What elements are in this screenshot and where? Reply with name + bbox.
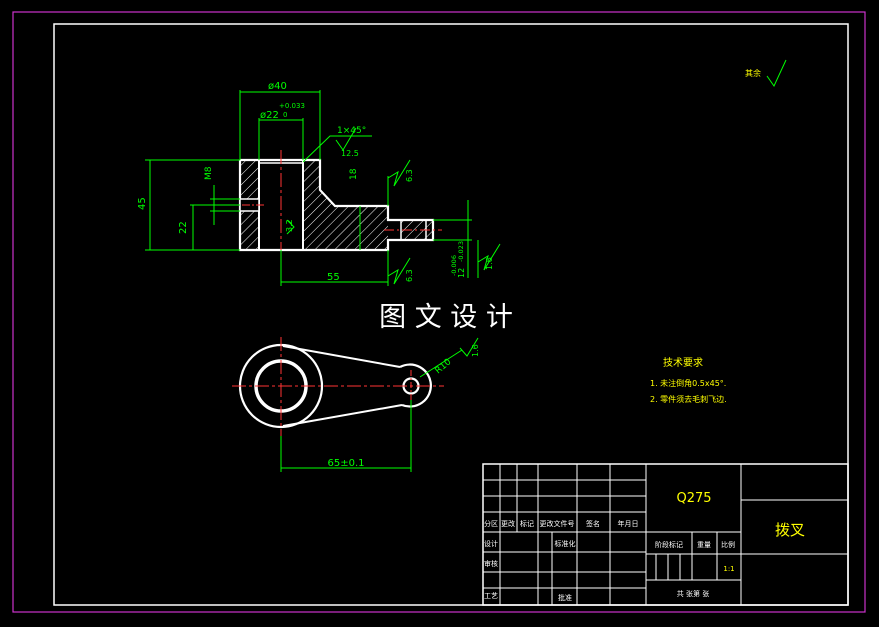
row-check: 审核 <box>484 559 498 568</box>
dim-45: 45 <box>137 197 148 210</box>
dim-m8: M8 <box>204 166 214 180</box>
dim-ra-bottom: 6.3 <box>405 269 414 282</box>
ra-chamfer-symbol <box>335 127 357 151</box>
scale-value: 1:1 <box>723 565 734 573</box>
top-view <box>232 337 444 436</box>
rev-label-sign: 签名 <box>586 519 600 528</box>
roughness-symbols <box>286 59 787 357</box>
rev-label-date: 年月日 <box>618 519 639 528</box>
tech-requirement-1: 1. 未注倒角0.5x45°. <box>650 378 726 388</box>
dim-shaft-dia: 12 <box>457 268 466 278</box>
dim-ra-shaft: 1.6 <box>485 257 494 270</box>
rev-label-mark: 标记 <box>520 519 534 528</box>
dim-ra-top: 6.3 <box>405 169 414 182</box>
part-name: 拨叉 <box>775 521 805 539</box>
row-approve: 批准 <box>558 593 572 602</box>
dim-chamfer: 1×45° <box>337 126 366 136</box>
revision-header-labels: 分区 更改 标记 更改文件号 签名 年月日 设计 标准化 审核 工艺 批准 阶段… <box>484 519 735 602</box>
dim-shaft-tol-lower: -0.023 <box>457 241 465 262</box>
material-value: Q275 <box>676 491 711 506</box>
top-view-dimension-lines <box>280 349 463 472</box>
title-block-grid <box>482 463 849 606</box>
section-outline <box>238 158 435 252</box>
row-process: 工艺 <box>484 592 498 600</box>
outer-sheet-border <box>12 11 866 613</box>
roughness-other-label: 其余 <box>745 68 761 78</box>
dim-d22: ø22 <box>260 110 279 121</box>
rev-label-doc: 更改文件号 <box>540 519 575 528</box>
ra-other-symbol <box>766 59 787 87</box>
dim-18: 18 <box>349 168 359 180</box>
dim-ra-bore: 3.2 <box>285 219 294 232</box>
tech-requirements-title: 技术要求 <box>663 356 703 369</box>
row-design: 设计 <box>484 539 498 548</box>
ra-bore-symbol <box>286 219 295 235</box>
arm-lower-edge <box>282 404 403 427</box>
ra-bottom-symbol <box>387 257 411 285</box>
dim-ra-chamfer: 12.5 <box>341 149 359 158</box>
dim-22: 22 <box>178 221 189 234</box>
arm-end-arc <box>399 363 432 408</box>
stage-label: 阶段标记 <box>655 540 683 549</box>
weight-label: 重量 <box>697 541 711 549</box>
dim-center-distance: 65±0.1 <box>327 458 364 469</box>
dim-ra-r10: 1.6 <box>471 344 480 357</box>
tech-requirement-2: 2. 零件须去毛刺飞边. <box>650 394 727 404</box>
dim-d40: ø40 <box>268 81 287 92</box>
dim-r10: R10 <box>434 357 454 376</box>
ra-shaft-symbol <box>477 243 501 271</box>
ra-r10-symbol <box>459 337 479 357</box>
watermark-text: 图 文 设 计 <box>379 302 513 333</box>
dim-d22-lower: 0 <box>283 111 287 119</box>
ra-top-symbol <box>387 159 411 187</box>
rev-label-zone: 分区 <box>484 519 498 528</box>
hatch-arm <box>303 160 388 250</box>
dim-d22-upper: +0.033 <box>279 102 305 110</box>
drawing-frame <box>53 23 849 606</box>
dim-55: 55 <box>327 272 340 283</box>
rev-label-change: 更改 <box>501 519 515 528</box>
dim-shaft-tol-upper: -0.006 <box>450 255 458 276</box>
scale-label: 比例 <box>721 540 735 549</box>
section-dimension-lines <box>145 90 479 286</box>
row-standard: 标准化 <box>555 539 576 548</box>
sheet-count: 共 张第 张 <box>677 589 709 598</box>
arm-upper-edge <box>282 345 401 368</box>
section-view <box>228 150 442 262</box>
